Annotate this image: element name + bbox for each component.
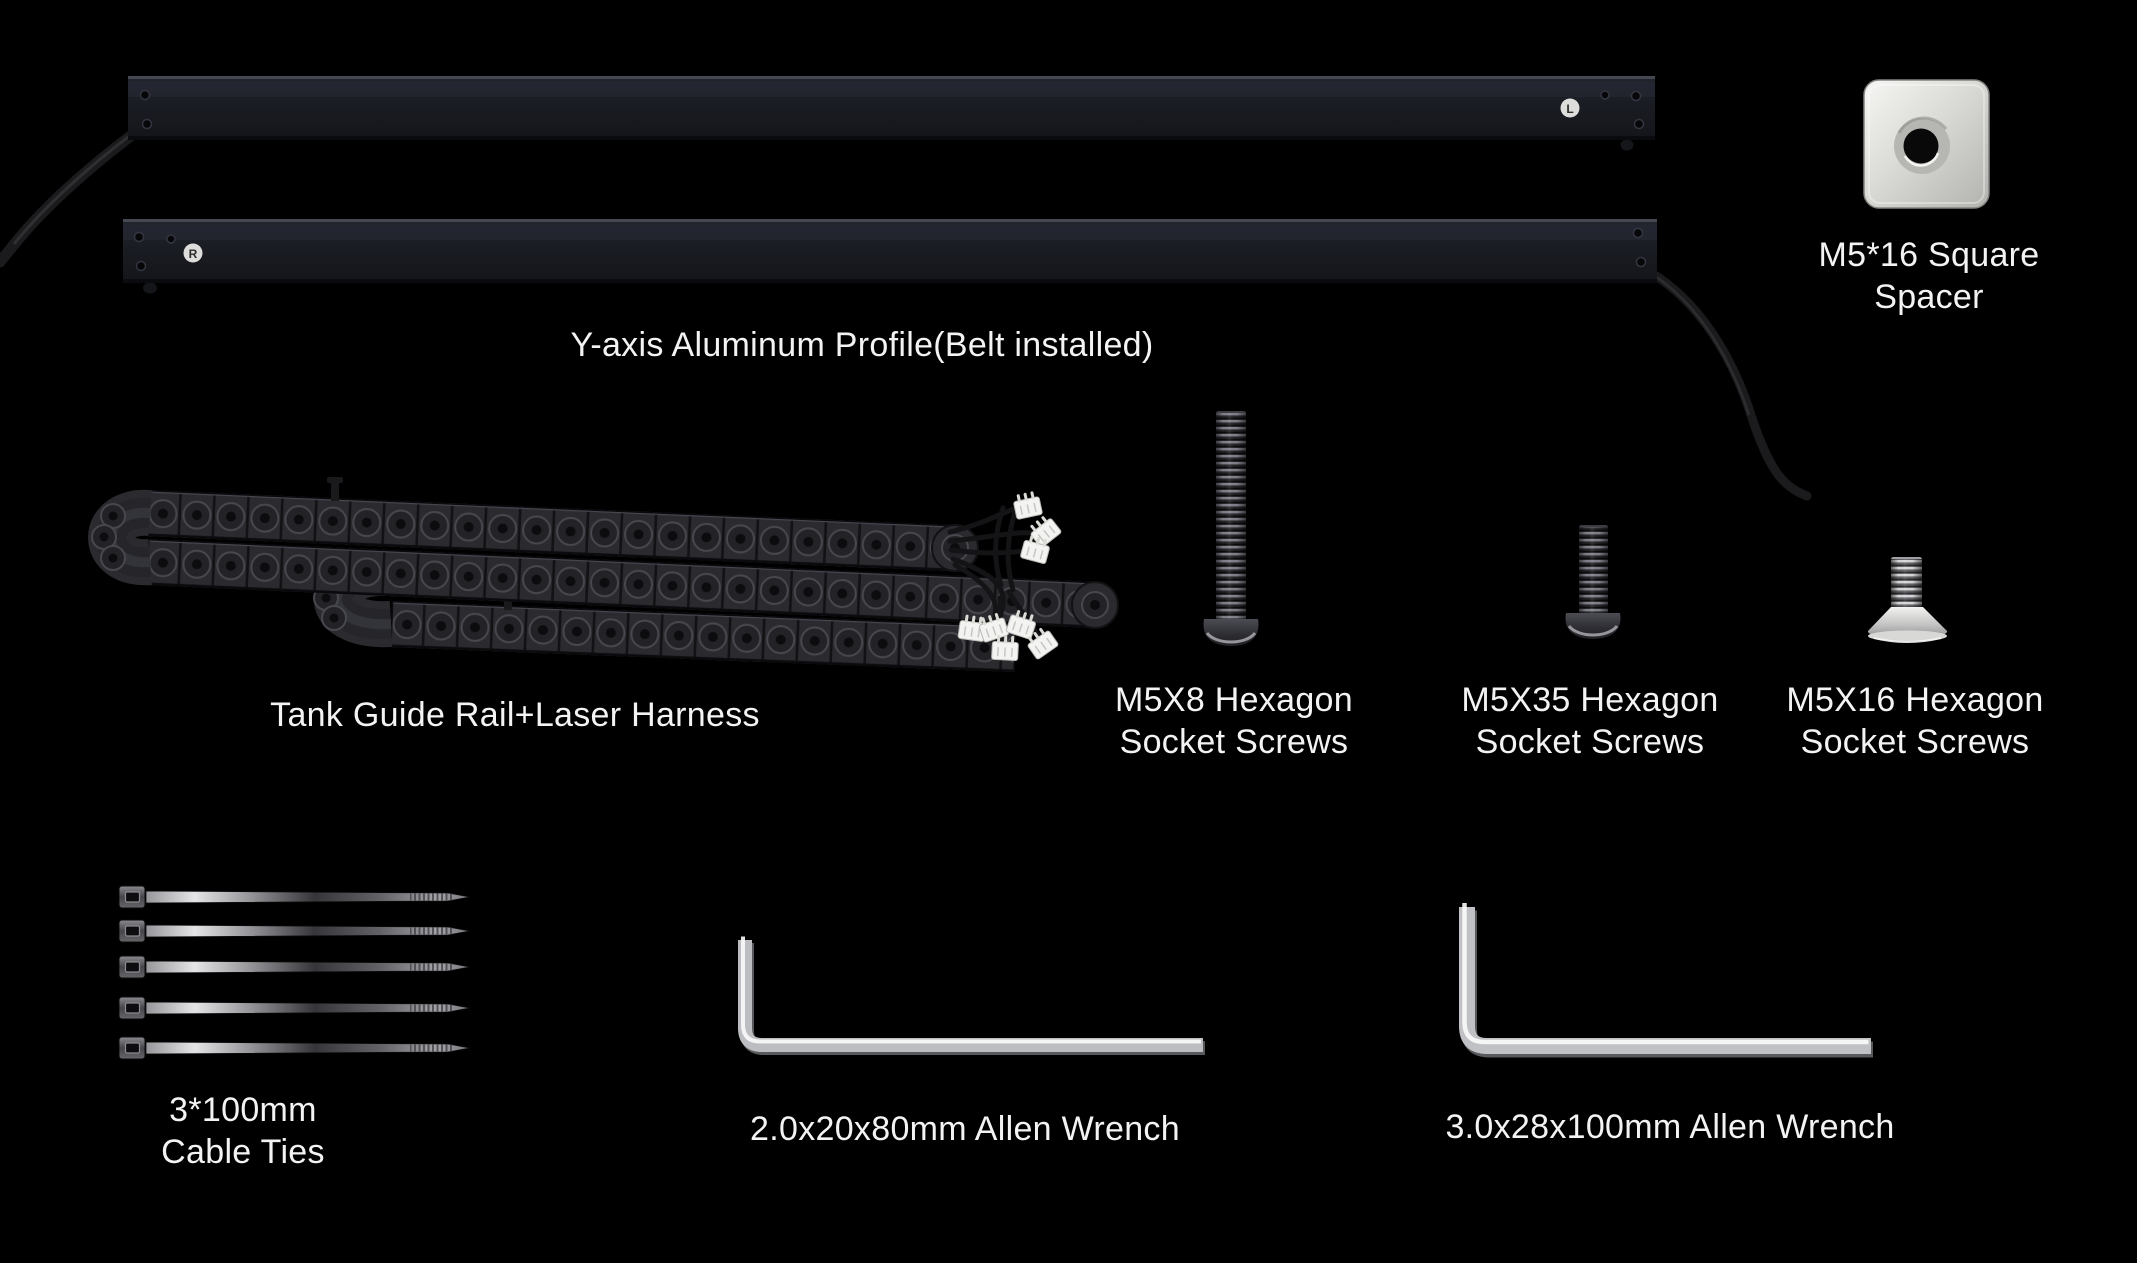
square-spacer: [1863, 79, 1990, 209]
cable-tie: [118, 919, 471, 943]
label-m5x35-line2: Socket Screws: [1475, 723, 1705, 761]
label-cable-ties: 3*100mm Cable Ties: [161, 1089, 325, 1173]
cable-ties-group: [118, 885, 471, 1060]
laser-harness: [947, 490, 1064, 663]
allen-wrench-large: [1459, 903, 1873, 1058]
label-square-spacer-line1: M5*16 Square: [1818, 236, 2040, 274]
label-m5x16-screws: M5X16 Hexagon Socket Screws: [1786, 679, 2043, 763]
y-axis-profile-bottom: R: [123, 219, 1812, 501]
label-m5x8-screws: M5X8 Hexagon Socket Screws: [1115, 679, 1353, 763]
label-y-axis-profile: Y-axis Aluminum Profile(Belt installed): [570, 326, 1154, 364]
cable-tie: [118, 885, 471, 909]
m5x16-screw: [1867, 557, 1948, 643]
label-allen-wrench-large: 3.0x28x100mm Allen Wrench: [1445, 1108, 1895, 1146]
profile-bottom-holes: [133, 227, 1647, 272]
sticker-r: [183, 243, 203, 263]
label-cable-ties-line1: 3*100mm: [169, 1091, 317, 1129]
m5x8-screw: [1203, 411, 1259, 646]
motor-cable-right: [1645, 267, 1812, 501]
chain-bracket: [327, 477, 343, 501]
label-square-spacer-line2: Spacer: [1874, 278, 1984, 316]
cable-tie: [118, 1036, 471, 1060]
chain-links-hairpin1: [91, 503, 126, 571]
cable-tie: [118, 955, 471, 979]
y-axis-profile-top: L: [0, 76, 1655, 268]
label-m5x8-line2: Socket Screws: [1119, 723, 1349, 761]
label-m5x16-line1: M5X16 Hexagon: [1786, 681, 2044, 719]
sticker-l-text: L: [1566, 102, 1573, 116]
sticker-r-text: R: [189, 247, 198, 261]
label-m5x8-line1: M5X8 Hexagon: [1115, 681, 1353, 719]
cable-tie: [118, 996, 471, 1020]
label-m5x35-line1: M5X35 Hexagon: [1461, 681, 1719, 719]
label-tank-chain: Tank Guide Rail+Laser Harness: [270, 696, 760, 734]
label-m5x16-line2: Socket Screws: [1800, 723, 2030, 761]
label-m5x35-screws: M5X35 Hexagon Socket Screws: [1461, 679, 1718, 763]
cable-chain: [88, 477, 1119, 673]
chain-end-link-b: [1071, 581, 1119, 629]
label-cable-ties-line2: Cable Ties: [161, 1133, 325, 1171]
allen-wrench-small: [738, 936, 1205, 1055]
m5x35-screw: [1565, 525, 1621, 639]
sticker-l: [1560, 98, 1580, 118]
label-allen-wrench-small: 2.0x20x80mm Allen Wrench: [750, 1110, 1180, 1148]
profile-top-holes: [139, 89, 1645, 130]
motor-cable-left: [0, 126, 142, 268]
label-square-spacer: M5*16 Square Spacer: [1819, 234, 2040, 318]
